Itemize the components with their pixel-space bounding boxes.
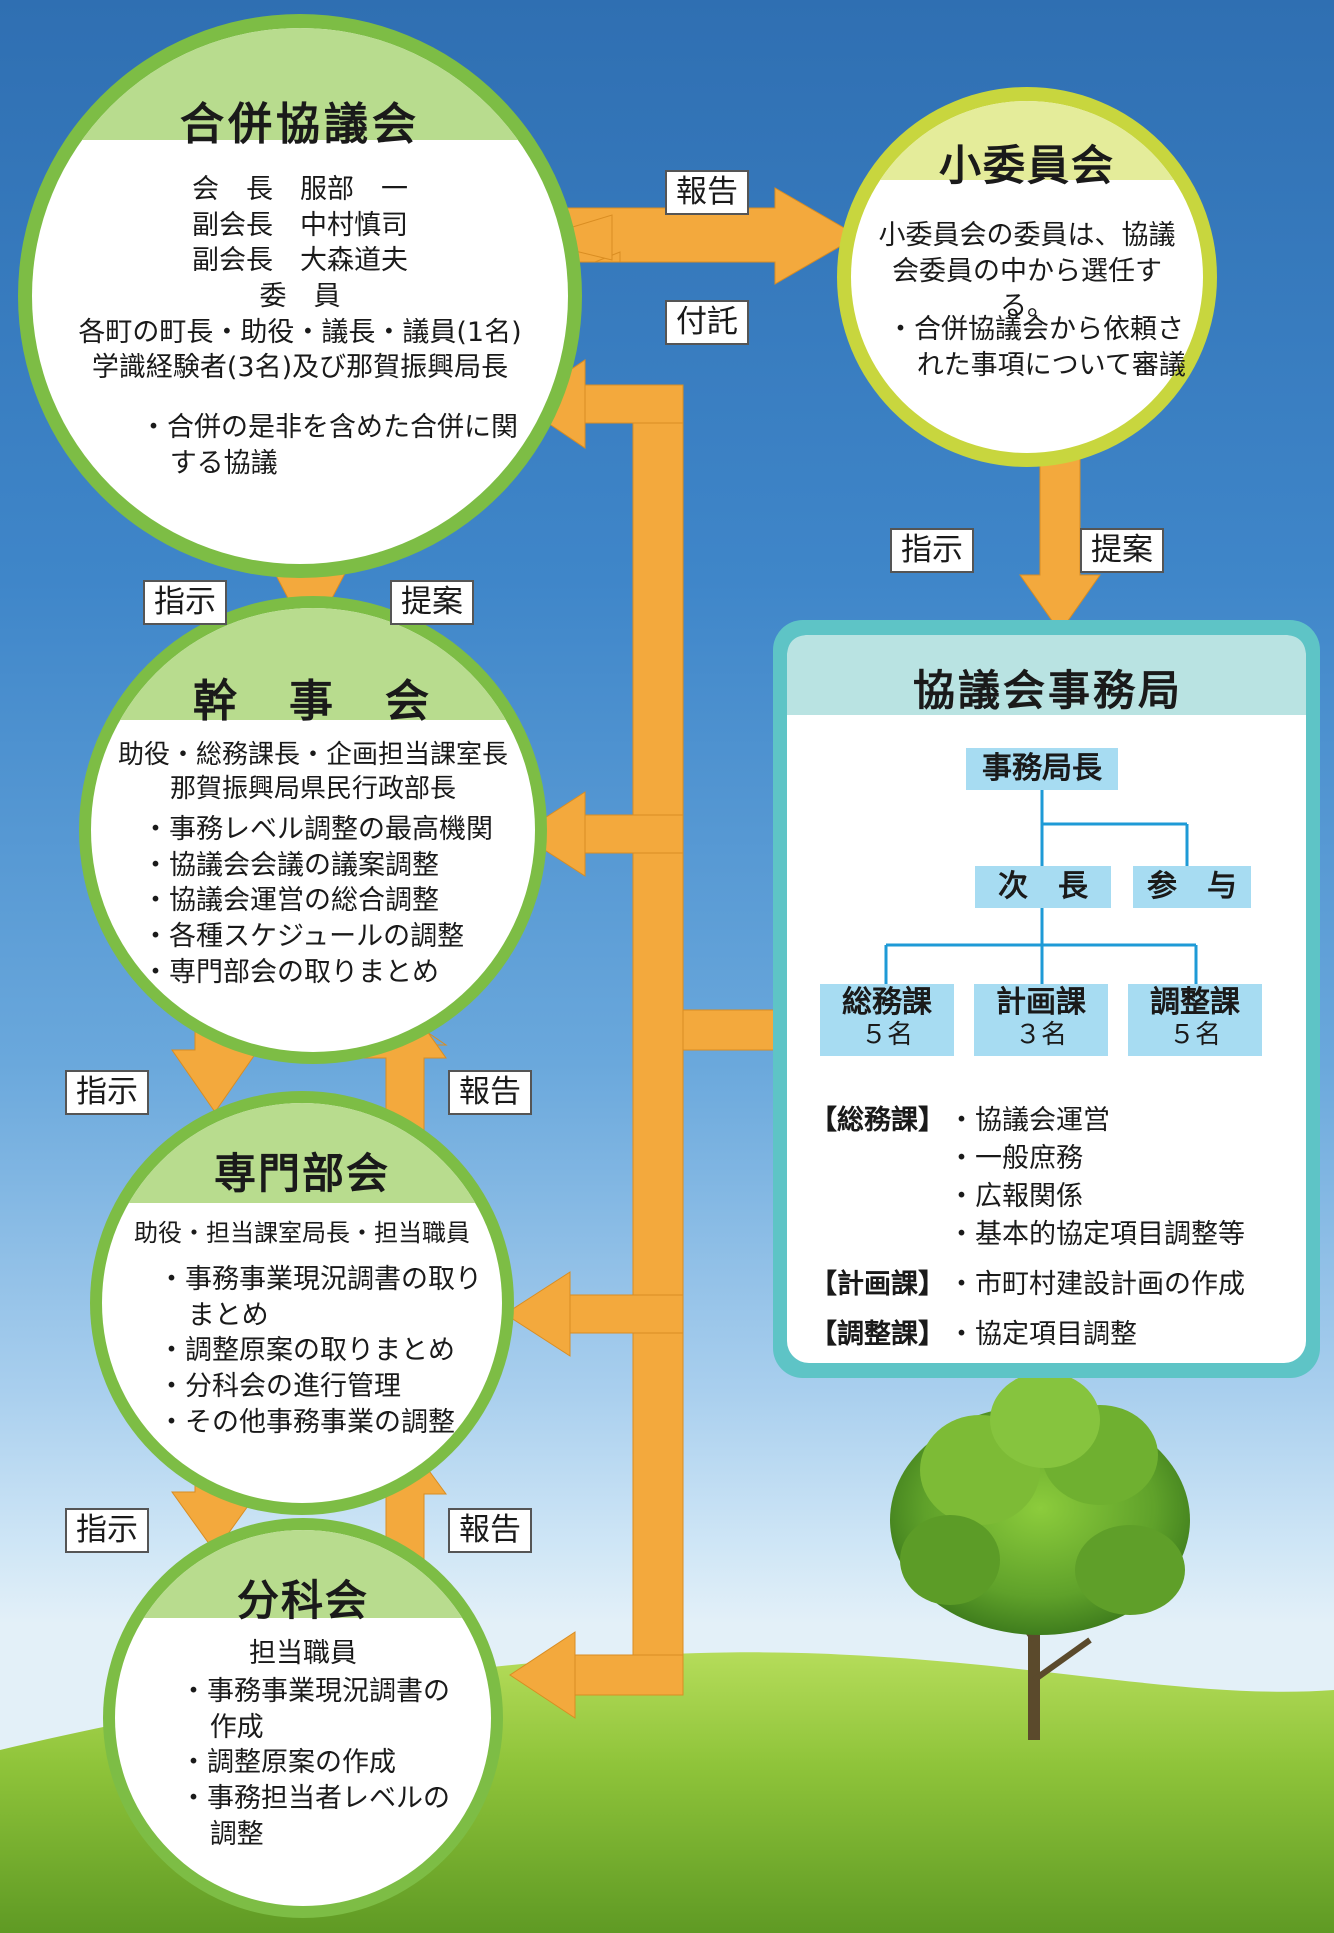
council-members: 会 長 服部 一 副会長 中村慎司 副会長 大森道夫 委 員 各町の町長・助役・… [72,172,528,386]
expert-bullets: ・事務事業現況調書の取りまとめ ・調整原案の取りまとめ ・分科会の進行管理 ・そ… [158,1262,498,1440]
org-chart-lines [884,788,1198,988]
list-item: ・事務担当者レベルの調整 [180,1782,450,1850]
council-member-line: 会 長 服部 一 [192,174,408,205]
list-item: ・基本的協定項目調整等 [948,1219,1245,1250]
list-item: ・調整原案の作成 [180,1747,396,1779]
list-item: ・事務レベル調整の最高機関 [142,814,493,845]
duty-dept: 【総務課】 [810,1105,945,1136]
propose-label: 提案 [390,580,474,625]
subgroup-members: 担当職員 [249,1638,357,1669]
secretaries-member-line: 那賀振興局県民行政部長 [169,774,456,805]
list-item: ・専門部会の取りまとめ [142,956,439,988]
expert-circle [90,1091,514,1515]
propose-label: 提案 [1080,528,1164,573]
council-circle [18,14,582,578]
subcommittee-text: 小委員会の委員は、協議会委員の中から選任する。 [878,220,1176,323]
entrust-label: 付託 [665,300,749,345]
council-bullet: ・合併の是非を含めた合併に関する協議 [140,412,518,479]
org-deputy: 次 長 [975,866,1111,908]
report-label: 報告 [665,170,749,215]
secretaries-member-line: 助役・総務課長・企画担当課室長 [117,740,508,770]
org-division: 調整課 ５名 [1128,984,1262,1056]
office-title: 協議会事務局 [912,666,1183,715]
duty-group: 【計画課】 ・市町村建設計画の作成 [810,1266,1300,1304]
list-item: ・分科会の進行管理 [158,1370,401,1402]
list-item: ・事務事業現況調書の作成 [180,1676,450,1743]
council-member-line: 各町の町長・助役・議長・議員(1名) [78,316,522,348]
expert-members: 助役・担当課室局長・担当職員 [134,1219,470,1247]
secretaries-members: 助役・総務課長・企画担当課室長 那賀振興局県民行政部長 [100,738,526,807]
council-title: 合併協議会 [180,99,420,150]
subcommittee-bullet: ・合併協議会から依頼された事項について審議 [887,314,1186,381]
list-item: ・各種スケジュールの調整 [142,920,465,952]
council-member-line: 副会長 中村慎司 [192,209,408,241]
subcommittee-circle [837,87,1217,467]
subgroup-title: 分科会 [236,1576,369,1625]
instruct-label: 指示 [65,1070,149,1115]
list-item: ・協議会運営の総合調整 [142,885,439,917]
division-count: ３名 [1014,1019,1067,1050]
duty-dept: 【計画課】 [810,1269,945,1300]
list-item: ・広報関係 [948,1181,1083,1212]
duty-dept: 【調整課】 [810,1319,945,1350]
division-name: 調整課 [1150,985,1240,1020]
list-item: ・一般庶務 [948,1143,1083,1174]
bus-trunk [632,384,684,1696]
list-item: ・協議会会議の議案調整 [142,849,439,881]
report-label: 報告 [448,1070,532,1115]
division-name: 総務課 [842,985,932,1020]
secretaries-title: 幹 事 会 [193,676,433,727]
org-division: 計画課 ３名 [974,984,1108,1056]
secretaries-bullets: ・事務レベル調整の最高機関 ・協議会会議の議案調整 ・協議会運営の総合調整 ・各… [142,812,542,990]
instruct-label: 指示 [143,580,227,625]
list-item: ・事務事業現況調書の取りまとめ [158,1264,482,1331]
report-label: 報告 [448,1508,532,1553]
tree-illustration [890,1372,1190,1740]
council-member-line: 副会長 大森道夫 [192,245,408,277]
list-item: ・協定項目調整 [948,1319,1137,1350]
org-chief: 事務局長 [966,748,1118,790]
division-count: ５名 [860,1019,913,1050]
instruct-label: 指示 [890,528,974,573]
subcommittee-title: 小委員会 [938,141,1115,190]
duty-items: ・協議会運営 ・一般庶務 ・広報関係 ・基本的協定項目調整等 [948,1102,1245,1254]
duty-group: 【総務課】 ・協議会運営 ・一般庶務 ・広報関係 ・基本的協定項目調整等 [810,1102,1300,1254]
office-duties: 【総務課】 ・協議会運営 ・一般庶務 ・広報関係 ・基本的協定項目調整等 【計画… [810,1102,1300,1354]
list-item: ・協議会運営 [948,1105,1110,1136]
org-advisor: 参 与 [1133,866,1251,908]
list-item: ・調整原案の取りまとめ [158,1335,455,1367]
subgroup-bullets: ・事務事業現況調書の作成 ・調整原案の作成 ・事務担当者レベルの調整 [180,1674,460,1852]
instruct-label: 指示 [65,1508,149,1553]
division-count: ５名 [1168,1019,1221,1050]
expert-title: 専門部会 [213,1149,390,1198]
list-item: ・市町村建設計画の作成 [948,1269,1245,1300]
subgroup-circle [103,1518,503,1918]
council-member-line: 委 員 [259,280,341,312]
duty-group: 【調整課】 ・協定項目調整 [810,1316,1300,1354]
list-item: ・その他事務事業の調整 [158,1406,455,1438]
council-member-line: 学識経験者(3名)及び那賀振興局長 [91,352,509,384]
division-name: 計画課 [996,985,1086,1020]
org-division: 総務課 ５名 [820,984,954,1056]
